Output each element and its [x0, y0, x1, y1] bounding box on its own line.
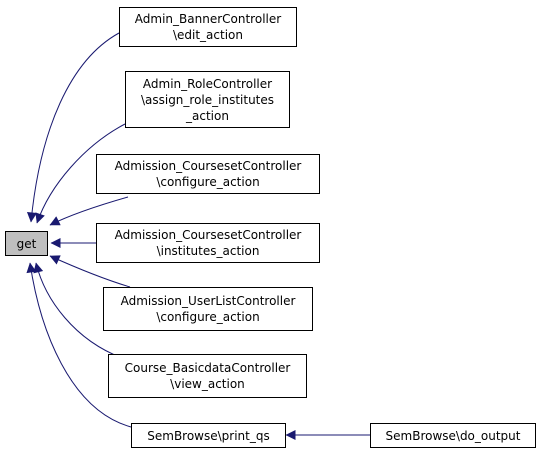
edge-role-to-get — [35, 123, 126, 224]
node-admin-banner-edit-action[interactable]: Admin_BannerController \edit_action — [119, 7, 297, 47]
node-basicdata-line-2: \view_action — [170, 377, 245, 391]
edge-banner-to-get — [26, 32, 120, 223]
node-userlist-line-2: \configure_action — [156, 310, 260, 324]
edge-courseset-configure-to-get — [49, 196, 129, 226]
node-get-label: get — [16, 236, 37, 251]
node-sembrowse-do-output[interactable]: SemBrowse\do_output — [370, 423, 536, 448]
node-sembrowse-print-qs[interactable]: SemBrowse\print_qs — [131, 423, 286, 448]
node-banner-line-1: Admin_BannerController — [134, 12, 282, 26]
node-banner-line-2: \edit_action — [172, 28, 243, 42]
node-role-line-1: Admin_RoleController — [142, 76, 273, 91]
node-admin-role-assign-action[interactable]: Admin_RoleController \assign_role_instit… — [125, 71, 290, 128]
node-userlist-line-1: Admission_UserListController — [120, 294, 296, 308]
node-courseset-institutes-line-2: \institutes_action — [156, 244, 260, 258]
node-courseset-institutes-action[interactable]: Admission_CoursesetController \institute… — [96, 223, 320, 263]
node-role-line-2: \assign_role_institutes — [140, 92, 275, 107]
node-basicdata-view-action[interactable]: Course_BasicdataController \view_action — [108, 354, 307, 398]
edge-print-qs-to-get — [26, 262, 132, 428]
node-courseset-configure-line-1: Admission_CoursesetController — [114, 159, 302, 173]
node-role-line-3: _action — [186, 108, 229, 123]
node-do-output-label: SemBrowse\do_output — [385, 428, 521, 443]
edge-basicdata-to-get — [33, 262, 123, 359]
node-courseset-configure-line-2: \configure_action — [156, 175, 260, 189]
node-print-qs-label: SemBrowse\print_qs — [147, 428, 270, 443]
node-courseset-institutes-line-1: Admission_CoursesetController — [114, 228, 302, 242]
node-get: get — [5, 231, 48, 256]
edge-userlist-to-get — [49, 255, 131, 288]
node-userlist-configure-action[interactable]: Admission_UserListController \configure_… — [103, 287, 313, 331]
node-basicdata-line-1: Course_BasicdataController — [124, 361, 291, 375]
node-courseset-configure-action[interactable]: Admission_CoursesetController \configure… — [96, 154, 320, 194]
